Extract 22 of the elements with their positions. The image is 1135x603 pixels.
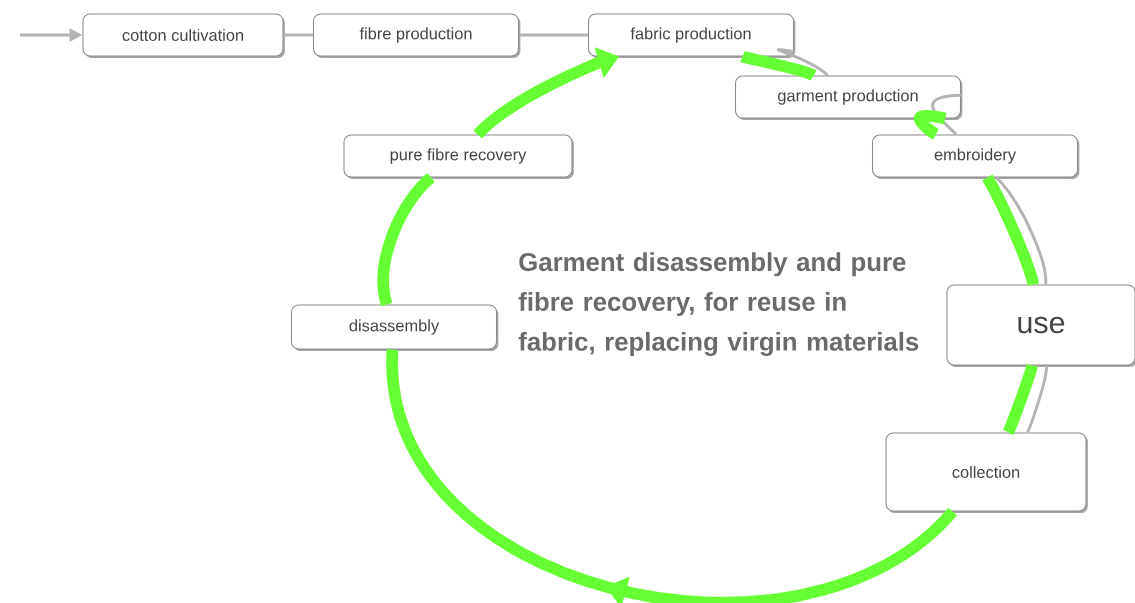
process-box: garment production	[735, 75, 963, 121]
process-box: embroidery	[872, 134, 1080, 180]
connector-line	[377, 173, 435, 306]
connector-line	[931, 93, 962, 136]
connector-line	[1025, 365, 1048, 434]
process-box: pure fibre recovery	[343, 134, 574, 180]
connector-line	[740, 50, 817, 81]
connector-line	[995, 176, 1048, 285]
process-box: use	[946, 284, 1135, 368]
arrow	[386, 349, 957, 603]
connector-line	[982, 174, 1040, 286]
connector-line	[1002, 364, 1038, 435]
process-box: fabric production	[587, 13, 796, 59]
connector-line	[283, 33, 313, 37]
process-box: fibre production	[312, 13, 521, 59]
connector-line	[914, 110, 947, 140]
process-box: collection	[885, 432, 1088, 514]
process-box: disassembly	[291, 304, 499, 352]
connector-line	[778, 48, 829, 77]
connector-line	[519, 33, 588, 37]
process-box: cotton cultivation	[82, 13, 285, 59]
description-text: Garment disassembly and pure fibre recovery, for reuse in fabric, replacing virgin materials	[518, 252, 919, 357]
